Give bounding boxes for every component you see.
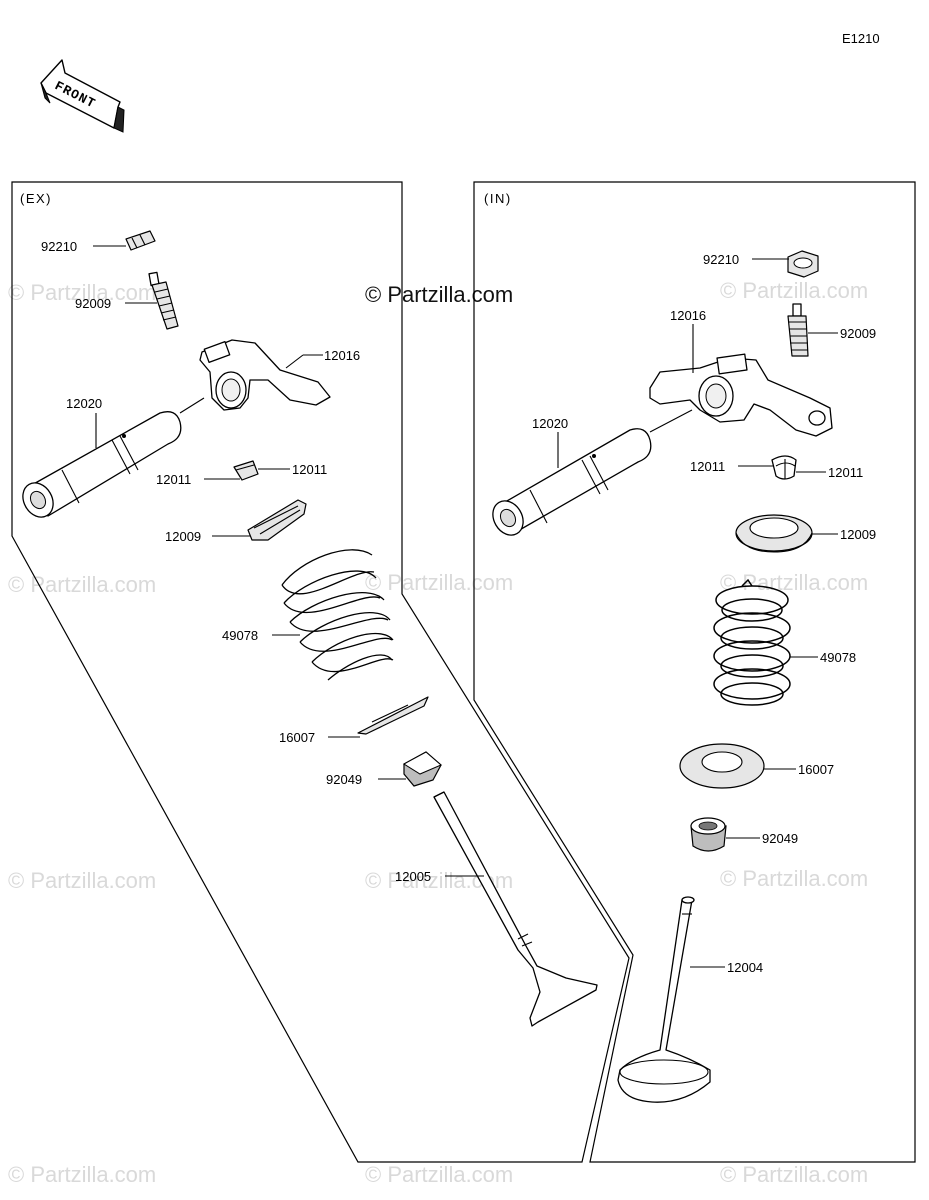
watermark: © Partzilla.com bbox=[720, 1162, 868, 1187]
in-adjuster-part bbox=[787, 303, 809, 357]
ex-stem-seal-callout: 92049 bbox=[326, 772, 362, 787]
watermark: © Partzilla.com bbox=[8, 868, 156, 893]
in-nut-part bbox=[787, 250, 819, 278]
brand-watermark: © Partzilla.com bbox=[365, 282, 513, 307]
ex-rocker-shaft-callout: 12020 bbox=[66, 396, 102, 411]
ex-rocker-arm-part bbox=[199, 339, 331, 411]
ex-spring-part bbox=[281, 549, 394, 681]
in-spring-callout: 49078 bbox=[820, 650, 856, 665]
in-retainer-callout: 12009 bbox=[840, 527, 876, 542]
ex-spring-seat-callout: 16007 bbox=[279, 730, 315, 745]
in-spring-part bbox=[713, 578, 791, 706]
in-spring-seat-part bbox=[679, 743, 765, 789]
exhaust-panel bbox=[11, 181, 630, 1163]
in-adjuster-callout: 92009 bbox=[840, 326, 876, 341]
watermark: © Partzilla.com bbox=[720, 570, 868, 595]
in-retainer-part bbox=[735, 514, 813, 553]
in-stem-seal-part bbox=[690, 817, 727, 852]
exhaust-panel-label: (EX) bbox=[20, 191, 52, 206]
ex-rocker-arm-callout: 12016 bbox=[324, 348, 360, 363]
in-rocker-arm-callout: 12016 bbox=[670, 308, 706, 323]
ex-cotter-callout-left: 12011 bbox=[156, 472, 191, 487]
ex-adjuster-callout: 92009 bbox=[75, 296, 111, 311]
ex-retainer-part bbox=[247, 499, 307, 541]
ex-valve-part bbox=[433, 791, 598, 1027]
watermark: © Partzilla.com bbox=[365, 1162, 513, 1187]
in-cotter-callout-left: 12011 bbox=[690, 459, 725, 474]
in-rocker-arm-part bbox=[649, 353, 833, 437]
watermark: © Partzilla.com bbox=[8, 1162, 156, 1187]
ex-valve-callout: 12005 bbox=[395, 869, 431, 884]
ex-spring-callout: 49078 bbox=[222, 628, 258, 643]
ex-adjuster-part bbox=[148, 271, 179, 330]
front-arrow-icon: FRONT bbox=[40, 59, 125, 133]
ex-stem-seal-part bbox=[403, 751, 442, 787]
in-stem-seal-callout: 92049 bbox=[762, 831, 798, 846]
ex-rocker-shaft-part bbox=[22, 411, 182, 518]
ex-cotter-callout-right: 12011 bbox=[292, 462, 327, 477]
ex-nut-callout: 92210 bbox=[41, 239, 77, 254]
diagram-code: E1210 bbox=[842, 31, 880, 46]
watermark: © Partzilla.com bbox=[365, 570, 513, 595]
ex-cotter-part bbox=[233, 460, 259, 481]
intake-panel-label: (IN) bbox=[484, 191, 512, 206]
intake-panel bbox=[473, 181, 916, 1163]
in-nut-callout: 92210 bbox=[703, 252, 739, 267]
in-spring-seat-callout: 16007 bbox=[798, 762, 834, 777]
ex-nut-part bbox=[125, 230, 156, 251]
ex-retainer-callout: 12009 bbox=[165, 529, 201, 544]
ex-spring-seat-part bbox=[357, 696, 429, 735]
watermark: © Partzilla.com bbox=[720, 866, 868, 891]
watermark: © Partzilla.com bbox=[8, 572, 156, 597]
in-valve-callout: 12004 bbox=[727, 960, 763, 975]
in-rocker-shaft-callout: 12020 bbox=[532, 416, 568, 431]
in-valve-part bbox=[617, 896, 711, 1103]
in-rocker-shaft-part bbox=[492, 428, 652, 536]
watermark: © Partzilla.com bbox=[720, 278, 868, 303]
watermark: © Partzilla.com bbox=[8, 280, 156, 305]
in-cotter-callout-right: 12011 bbox=[828, 465, 863, 480]
in-cotter-part bbox=[771, 455, 797, 480]
